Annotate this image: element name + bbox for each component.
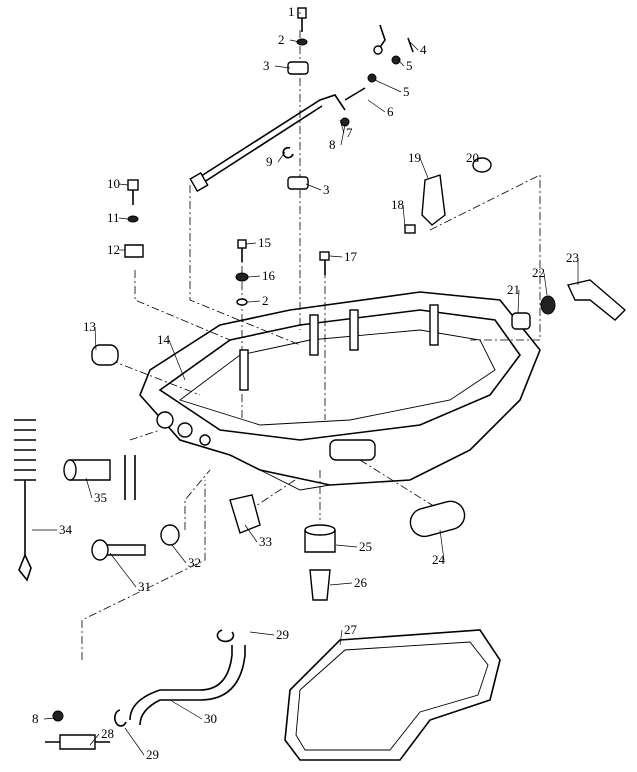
callout-25: 25 [359,539,372,554]
callout-29: 29 [276,627,289,642]
leader-line [118,183,129,186]
callout-26: 26 [354,575,368,590]
leader-line [543,272,548,296]
leader-line [339,119,345,134]
callout-2: 2 [278,32,285,47]
leader-line [517,289,520,314]
leader-line [168,339,186,381]
callout-8: 8 [32,711,39,726]
callout-35: 35 [94,490,107,505]
callout-34: 34 [59,522,73,537]
callout-31: 31 [138,579,151,594]
leader-line [245,242,257,245]
callout-20: 20 [466,150,479,165]
bottom-cowl [139,291,541,491]
leader-line [171,544,187,564]
callout-32: 32 [188,555,201,570]
leader-line [329,255,343,258]
callout-7: 7 [346,125,353,140]
leader-line [367,99,386,113]
leader-line [89,733,100,746]
leader-line [289,39,301,43]
leader-line [339,629,343,646]
leader-line [335,544,358,548]
callout-16: 16 [262,268,276,283]
leader-lines [32,12,579,756]
callout-21: 21 [507,282,520,297]
callout-3: 3 [263,58,270,73]
callout-4: 4 [420,42,427,57]
callout-2: 2 [262,293,269,308]
leader-line [247,300,261,303]
callout-28: 28 [101,726,114,741]
callout-13: 13 [83,319,96,334]
leader-line [397,59,405,67]
leader-line [109,552,137,588]
leader-line [124,727,145,756]
callout-30: 30 [204,711,217,726]
callout-1: 1 [288,4,295,19]
leader-line [274,65,291,69]
leader-line [43,717,56,720]
callout-6: 6 [387,104,394,119]
callout-23: 23 [566,250,579,265]
callout-19: 19 [408,150,421,165]
callout-22: 22 [532,265,545,280]
leader-line [244,524,258,543]
small-parts [14,7,627,761]
callout-27: 27 [344,622,358,637]
leader-line [374,79,402,93]
callout-10: 10 [107,176,120,191]
leader-line [402,204,406,229]
callout-15: 15 [258,235,271,250]
callout-33: 33 [259,534,272,549]
leader-line [409,41,419,51]
callout-14: 14 [157,332,171,347]
leader-line [439,529,445,561]
callout-9: 9 [266,154,273,169]
callout-5: 5 [406,58,413,73]
callout-3: 3 [323,182,330,197]
callout-18: 18 [391,197,404,212]
leader-line [247,275,261,278]
leader-line [85,477,93,499]
leader-line [249,631,275,636]
callout-11: 11 [107,210,120,225]
callout-8: 8 [329,137,336,152]
leader-line [419,157,429,179]
callout-12: 12 [107,242,120,257]
callout-24: 24 [432,552,446,567]
leader-line [277,151,286,163]
shift-rod [189,94,346,193]
leader-line [118,217,129,220]
leader-line [340,124,346,146]
leader-line [94,326,97,351]
callout-17: 17 [344,249,358,264]
callout-29: 29 [146,747,159,762]
leader-line [305,183,322,191]
callout-5: 5 [403,84,410,99]
leader-line [169,699,203,720]
leader-line [329,582,353,586]
